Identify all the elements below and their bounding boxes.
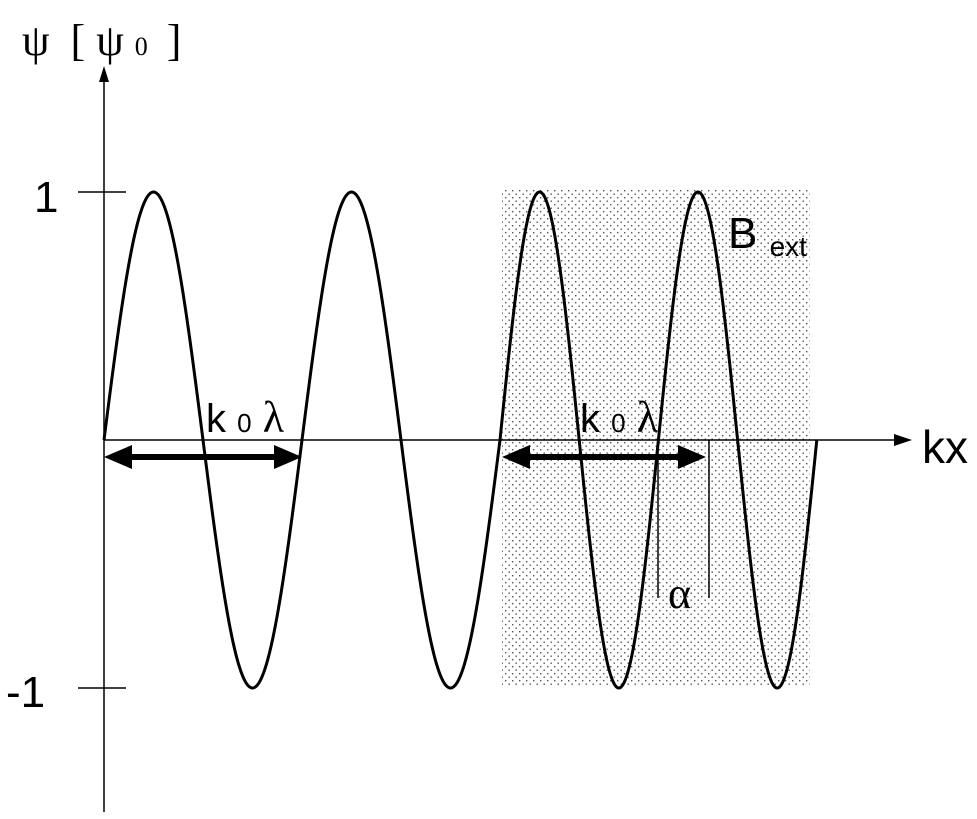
y-axis-unit-open: [ xyxy=(71,16,86,65)
y-axis-symbol: ψ xyxy=(22,16,50,65)
wavelength-arrow-left xyxy=(104,445,302,469)
field-label-main: B xyxy=(728,209,757,258)
y-axis-unit-symbol: ψ xyxy=(96,16,124,65)
svg-text:k 0 λ: k 0 λ xyxy=(580,393,659,442)
svg-text:B ext: B ext xyxy=(728,209,807,262)
svg-text:k 0 λ: k 0 λ xyxy=(206,393,285,442)
y-axis-unit-close: ] xyxy=(167,16,182,65)
x-axis-arrowhead xyxy=(894,434,912,446)
wave-free-region xyxy=(102,190,502,690)
y-axis-unit-sub: 0 xyxy=(135,32,148,61)
wavelength-right-sub: 0 xyxy=(611,408,625,438)
tick-label-top: 1 xyxy=(34,173,58,222)
y-axis-arrowhead xyxy=(99,66,109,82)
wavelength-right-lambda: λ xyxy=(637,393,659,442)
wavelength-right-k: k xyxy=(580,397,601,441)
x-axis-label: kx xyxy=(922,421,968,473)
external-field-region xyxy=(502,190,810,687)
wavelength-left-sub: 0 xyxy=(237,408,251,438)
svg-text:ψ [ ψ 0 ]: ψ [ ψ 0 ] xyxy=(22,16,181,65)
wavelength-left-k: k xyxy=(206,397,227,441)
wavelength-left-lambda: λ xyxy=(263,393,285,442)
tick-label-bottom: -1 xyxy=(6,668,45,717)
phase-shift-label: α xyxy=(668,569,691,618)
field-label-sub: ext xyxy=(770,231,808,262)
